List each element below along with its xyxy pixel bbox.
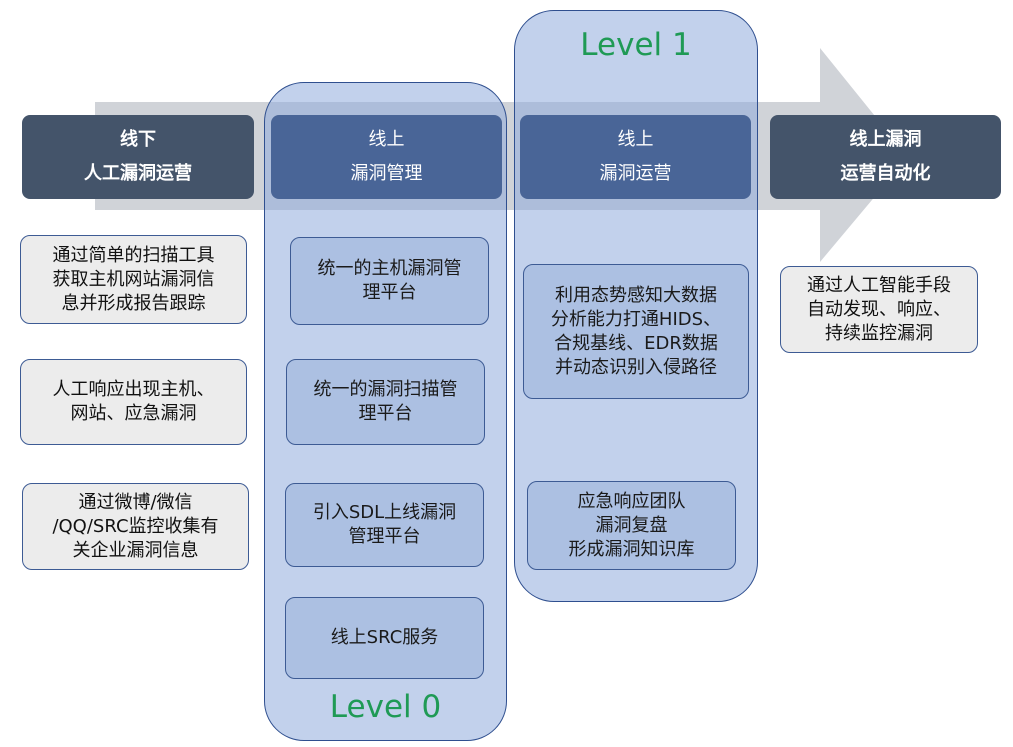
stage-automation-line2: 运营自动化 [840, 163, 931, 184]
stage-automation-line1: 线上漏洞 [849, 129, 922, 150]
level0-item: 线上SRC服务 [285, 597, 484, 679]
stage-online-management: 线上 漏洞管理 [271, 115, 502, 199]
offline-item: 通过简单的扫描工具 获取主机网站漏洞信 息并形成报告跟踪 [20, 235, 247, 324]
stage-online-operation: 线上 漏洞运营 [520, 115, 751, 199]
stage-offline-line2: 人工漏洞运营 [84, 163, 192, 184]
level0-item: 统一的漏洞扫描管 理平台 [286, 359, 485, 445]
level0-item: 引入SDL上线漏洞 管理平台 [285, 483, 484, 567]
level-0-label: Level 0 [329, 689, 442, 725]
automation-item: 通过人工智能手段 自动发现、响应、 持续监控漏洞 [780, 266, 978, 353]
offline-item: 人工响应出现主机、 网站、应急漏洞 [20, 359, 247, 445]
level0-item: 统一的主机漏洞管 理平台 [290, 237, 489, 325]
stage-online-operation-line1: 线上 [617, 129, 654, 150]
stage-online-management-line1: 线上 [368, 129, 405, 150]
level1-item: 利用态势感知大数据 分析能力打通HIDS、 合规基线、EDR数据 并动态识别入侵… [523, 264, 749, 399]
stage-online-management-line2: 漏洞管理 [350, 163, 423, 184]
stage-online-operation-line2: 漏洞运营 [599, 163, 672, 184]
offline-item: 通过微博/微信 /QQ/SRC监控收集有 关企业漏洞信息 [22, 483, 249, 570]
stage-offline: 线下 人工漏洞运营 [22, 115, 254, 199]
stage-offline-line1: 线下 [120, 129, 156, 150]
stage-automation: 线上漏洞 运营自动化 [770, 115, 1001, 199]
level-1-label: Level 1 [580, 27, 692, 63]
level1-item: 应急响应团队 漏洞复盘 形成漏洞知识库 [527, 481, 736, 570]
